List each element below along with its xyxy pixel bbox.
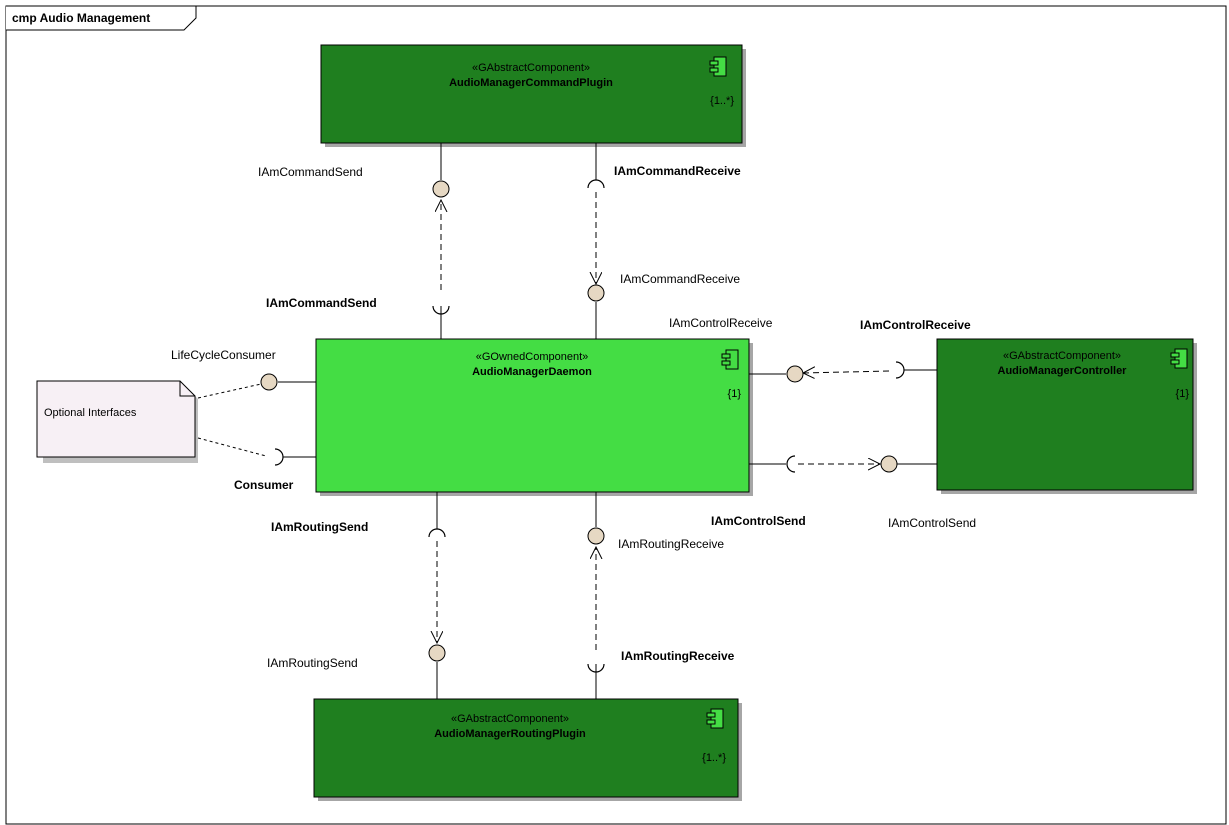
component-stereotype: «GAbstractComponent»: [472, 62, 590, 74]
component-icon: [706, 708, 724, 729]
interface-socket: [587, 663, 605, 673]
label-routing-receive-daemon: IAmRoutingReceive: [618, 537, 724, 551]
component-multiplicity: {1..*}: [702, 752, 726, 764]
component-name: AudioManagerDaemon: [472, 366, 592, 378]
component-icon: [709, 56, 727, 77]
interface-ball: [587, 284, 605, 302]
component-name: AudioManagerCommandPlugin: [449, 77, 613, 89]
diagram-frame: cmp Audio Management: [5, 5, 1227, 825]
interface-socket: [895, 361, 905, 379]
connectors: [197, 143, 937, 699]
note-optional-interfaces[interactable]: Optional Interfaces: [36, 380, 198, 463]
component-command-plugin[interactable]: «GAbstractComponent» AudioManagerCommand…: [320, 44, 746, 147]
interface-socket: [786, 455, 796, 473]
interface-ball: [428, 644, 446, 662]
component-multiplicity: {1}: [728, 388, 742, 400]
label-control-send-ctrl: IAmControlSend: [888, 516, 976, 530]
label-control-receive-daemon: IAmControlReceive: [669, 316, 773, 330]
interface-socket: [587, 179, 605, 189]
interface-ball: [432, 180, 450, 198]
frame-title: cmp Audio Management: [12, 11, 150, 25]
component-name: AudioManagerRoutingPlugin: [434, 728, 586, 740]
component-controller[interactable]: «GAbstractComponent» AudioManagerControl…: [936, 338, 1197, 494]
label-lifecycle-consumer: LifeCycleConsumer: [171, 348, 276, 362]
label-cmd-receive-top: IAmCommandReceive: [614, 164, 741, 178]
label-consumer: Consumer: [234, 478, 294, 492]
interface-ball: [587, 527, 605, 545]
label-routing-send-daemon: IAmRoutingSend: [271, 520, 368, 534]
component-stereotype: «GAbstractComponent»: [1003, 350, 1121, 362]
label-cmd-receive-bottom: IAmCommandReceive: [620, 272, 740, 286]
interface-ball: [880, 455, 898, 473]
interface-ball: [786, 365, 804, 383]
note-text: Optional Interfaces: [44, 407, 137, 419]
component-routing-plugin[interactable]: «GAbstractComponent» AudioManagerRouting…: [313, 698, 742, 801]
label-control-receive-ctrl: IAmControlReceive: [860, 318, 971, 332]
interface-ball: [260, 373, 278, 391]
component-icon: [721, 349, 739, 370]
component-name: AudioManagerController: [998, 365, 1128, 377]
label-cmd-send-top: IAmCommandSend: [258, 165, 363, 179]
component-daemon[interactable]: «GOwnedComponent» AudioManagerDaemon {1}: [315, 338, 753, 496]
component-multiplicity: {1..*}: [710, 95, 734, 107]
interface-socket: [274, 448, 284, 466]
component-multiplicity: {1}: [1176, 388, 1190, 400]
provided-interfaces: [260, 180, 898, 662]
label-cmd-send-bottom: IAmCommandSend: [266, 296, 377, 310]
label-routing-send-plugin: IAmRoutingSend: [267, 656, 358, 670]
interface-socket: [428, 528, 446, 538]
interface-labels: IAmCommandSend IAmCommandReceive IAmComm…: [171, 164, 976, 670]
label-routing-receive-plugin: IAmRoutingReceive: [621, 649, 735, 663]
label-control-send-daemon: IAmControlSend: [711, 514, 806, 528]
component-stereotype: «GAbstractComponent»: [451, 713, 569, 725]
required-interfaces: [274, 179, 905, 673]
component-stereotype: «GOwnedComponent»: [476, 351, 589, 363]
component-icon: [1170, 348, 1188, 369]
interface-socket: [432, 305, 450, 315]
